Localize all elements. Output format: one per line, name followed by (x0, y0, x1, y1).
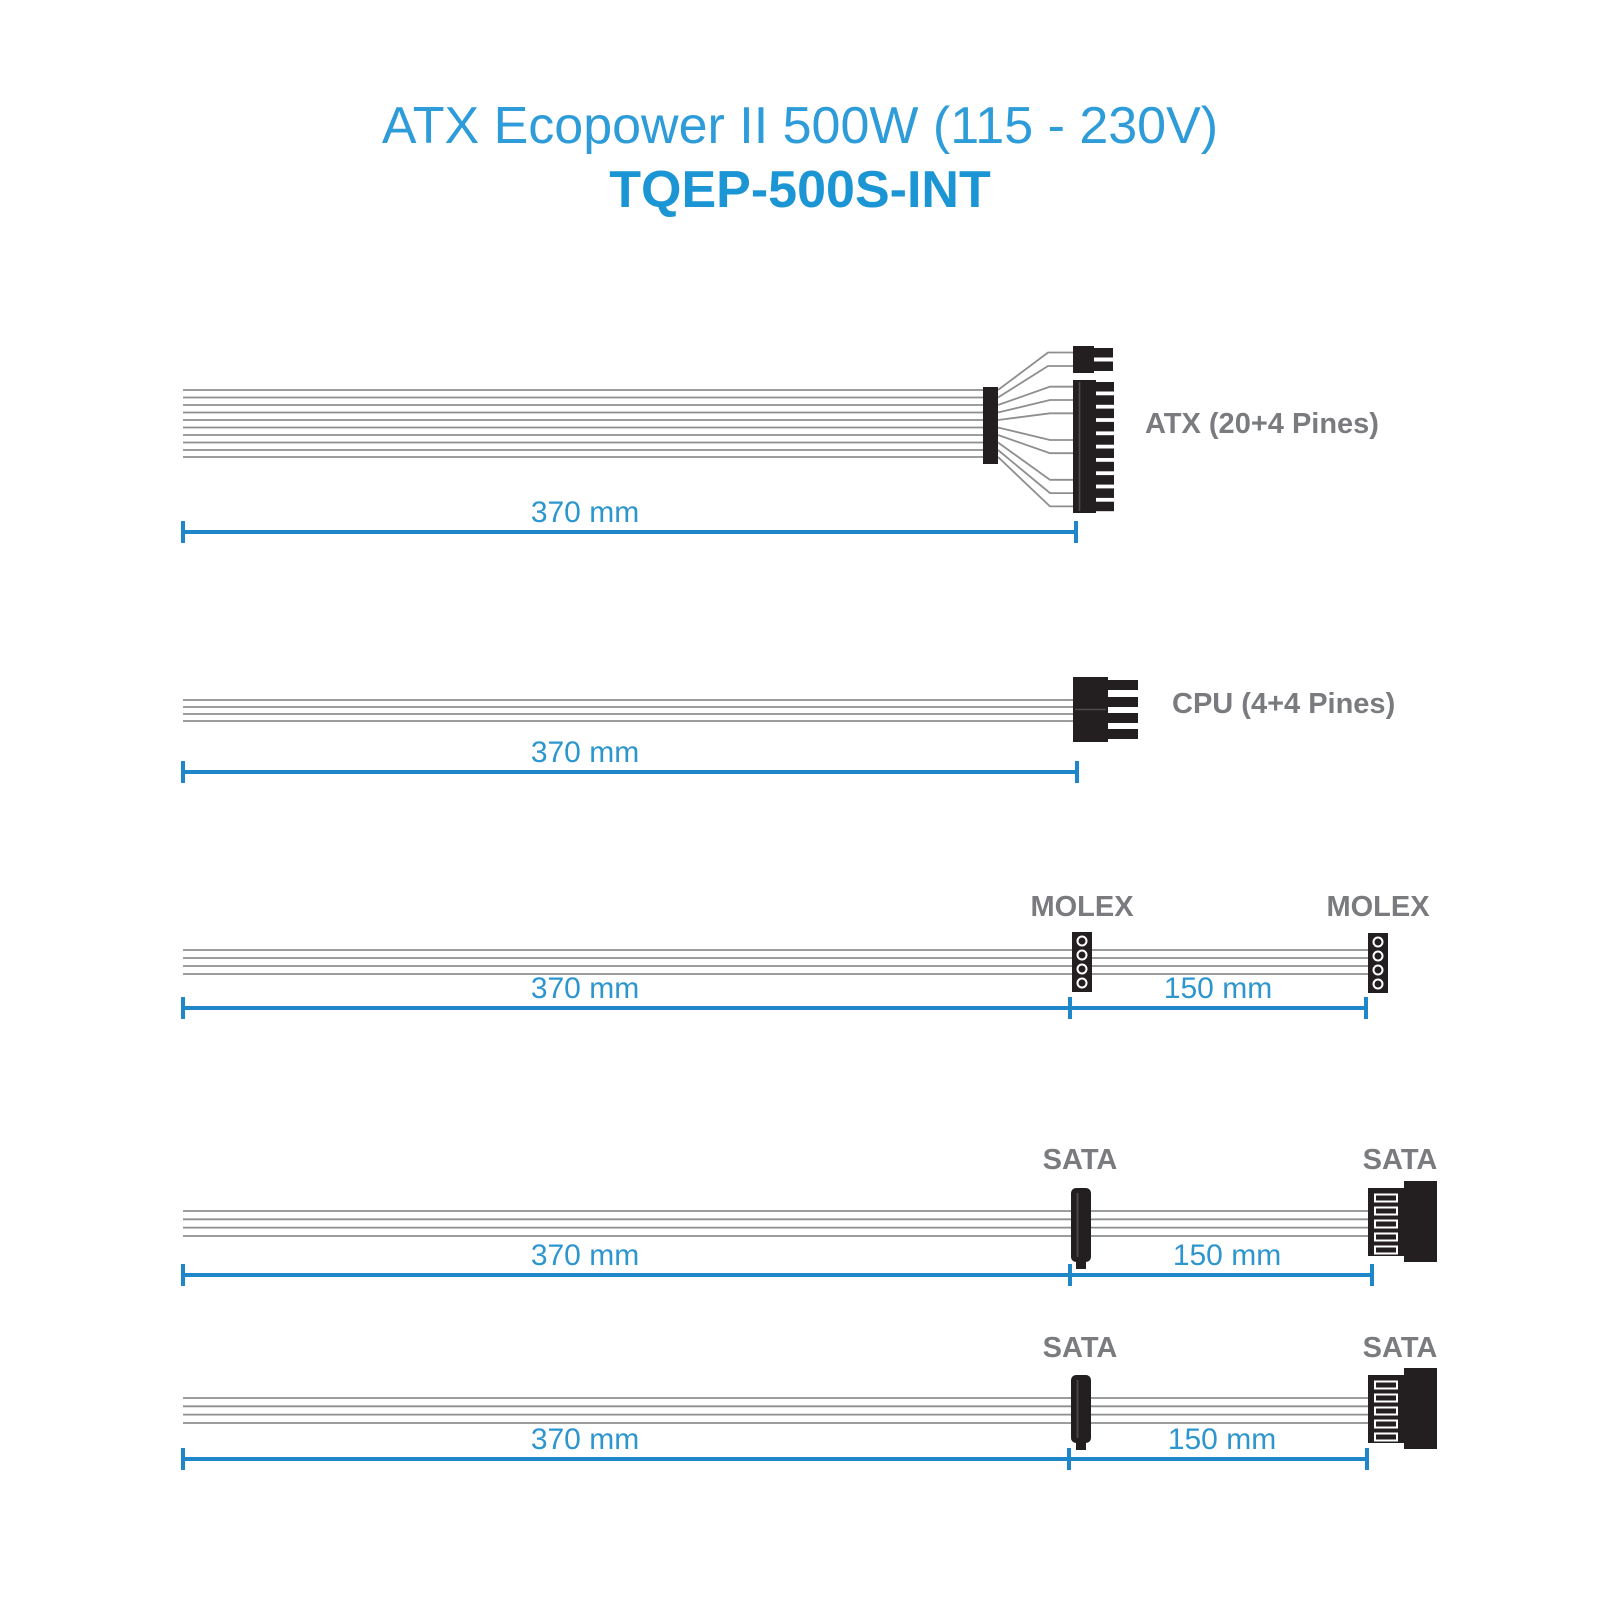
cpu-wire-bundle (183, 699, 1073, 722)
sata1-mid-connector (1071, 1188, 1091, 1269)
cpu-length-label: 370 mm (530, 736, 640, 769)
sata2-end-label: SATA (1362, 1332, 1438, 1364)
atx-4pin-connector (1073, 346, 1113, 373)
cpu-dimension-line (181, 761, 1079, 783)
atx-fanout-wires (997, 351, 1073, 508)
sata2-length2-label: 150 mm (1167, 1423, 1277, 1456)
sata1-length1-label: 370 mm (530, 1239, 640, 1272)
sata2-wire-bundle (183, 1397, 1370, 1424)
product-model: TQEP-500S-INT (609, 161, 991, 219)
sata1-dimension-line (181, 1264, 1374, 1286)
sata2-mid-connector (1071, 1375, 1091, 1450)
cpu-connector-label: CPU (4+4 Pines) (1172, 688, 1396, 720)
molex-dimension-line (181, 997, 1368, 1019)
atx-dimension-line (181, 521, 1078, 543)
atx-length-label: 370 mm (530, 496, 640, 529)
product-title: ATX Ecopower II 500W (115 - 230V) (381, 97, 1219, 155)
molex-wire-bundle (183, 949, 1368, 975)
sata1-end-label: SATA (1362, 1144, 1438, 1176)
molex-mid-label: MOLEX (1030, 891, 1134, 923)
molex-end-label: MOLEX (1326, 891, 1430, 923)
sata2-dimension-line (181, 1448, 1369, 1470)
molex-length2-label: 150 mm (1163, 972, 1273, 1005)
sata1-wire-bundle (183, 1210, 1370, 1237)
atx-cable-tie (983, 387, 998, 464)
atx-cable (183, 351, 1073, 508)
molex-end-connector (1368, 933, 1388, 993)
atx-20pin-connector (1073, 380, 1114, 513)
sata2-mid-label: SATA (1042, 1332, 1118, 1364)
sata1-end-connector (1368, 1181, 1437, 1262)
molex-length1-label: 370 mm (530, 972, 640, 1005)
sata1-mid-label: SATA (1042, 1144, 1118, 1176)
atx-wire-bundle (183, 389, 985, 458)
sata2-length1-label: 370 mm (530, 1423, 640, 1456)
sata2-end-connector (1368, 1368, 1437, 1449)
cpu-connector (1073, 677, 1138, 742)
atx-connector-label: ATX (20+4 Pines) (1145, 408, 1379, 440)
sata1-length2-label: 150 mm (1172, 1239, 1282, 1272)
molex-mid-connector (1072, 932, 1092, 992)
